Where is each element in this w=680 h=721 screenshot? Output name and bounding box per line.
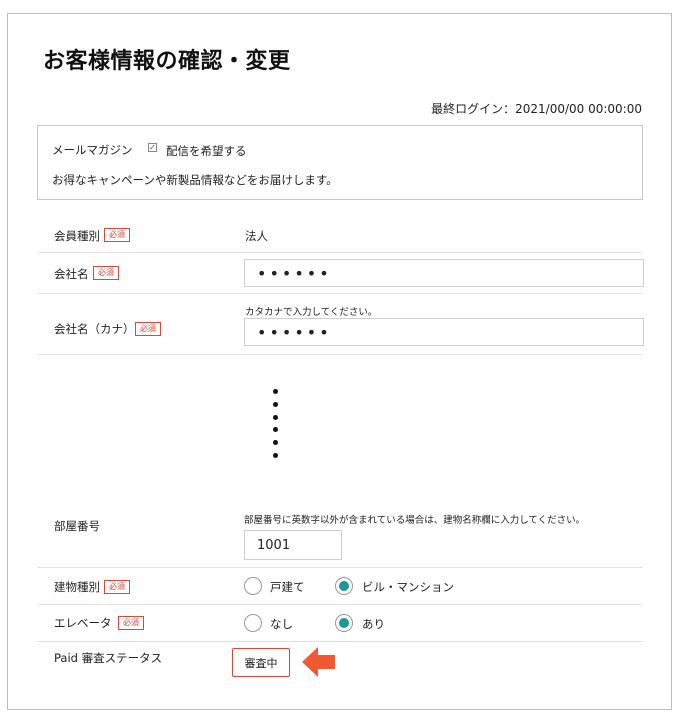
row-divider: [37, 293, 643, 294]
required-badge: 必須: [104, 228, 130, 242]
radio-elevator-yes-label[interactable]: あり: [362, 617, 385, 631]
ellipsis-dot: [273, 427, 278, 432]
paid-status-button[interactable]: 審査中: [232, 648, 290, 677]
room-number-value: 1001: [257, 537, 291, 553]
mail-magazine-box: [37, 125, 643, 200]
row-divider: [37, 252, 643, 253]
radio-building-mansion[interactable]: [335, 577, 353, 595]
radio-elevator-none[interactable]: [244, 614, 262, 632]
pointer-arrow-icon: [302, 647, 335, 677]
company-kana-hint: カタカナで入力してください。: [245, 307, 378, 318]
required-badge: 必須: [93, 266, 119, 280]
building-type-label: 建物種別: [54, 580, 100, 594]
required-badge: 必須: [118, 616, 144, 630]
company-name-label: 会社名: [54, 267, 89, 281]
required-badge: 必須: [135, 322, 161, 336]
ellipsis-dot: [273, 389, 278, 394]
row-divider: [37, 641, 643, 642]
row-divider: [37, 567, 643, 568]
company-kana-input[interactable]: ••••••: [244, 318, 644, 346]
mail-magazine-checkbox-label[interactable]: 配信を希望する: [166, 144, 247, 158]
ellipsis-dot: [273, 415, 278, 420]
paid-status-label: Paid 審査ステータス: [54, 651, 163, 665]
mail-magazine-description: お得なキャンペーンや新製品情報などをお届けします。: [52, 173, 338, 187]
company-name-input[interactable]: ••••••: [244, 259, 644, 287]
row-divider: [37, 604, 643, 605]
member-type-label: 会員種別: [54, 229, 100, 243]
last-login-text: 最終ログイン：2021/00/00 00:00:00: [431, 102, 642, 116]
room-number-input[interactable]: 1001: [244, 530, 342, 560]
radio-elevator-yes[interactable]: [335, 614, 353, 632]
room-number-label: 部屋番号: [54, 519, 100, 533]
ellipsis-dot: [273, 402, 278, 407]
company-name-value: ••••••: [257, 263, 332, 283]
company-kana-label: 会社名（カナ）: [54, 322, 135, 336]
page-frame: [7, 13, 672, 710]
ellipsis-dot: [273, 453, 278, 458]
member-type-value: 法人: [245, 229, 268, 243]
elevator-label: エレベータ: [54, 616, 112, 630]
row-divider: [37, 354, 643, 355]
mail-magazine-label: メールマガジン: [52, 143, 133, 157]
ellipsis-dot: [273, 440, 278, 445]
radio-elevator-none-label[interactable]: なし: [270, 617, 293, 631]
mail-magazine-checkbox[interactable]: ✓: [148, 143, 157, 152]
radio-building-mansion-label[interactable]: ビル・マンション: [362, 580, 454, 594]
required-badge: 必須: [104, 580, 130, 594]
radio-detached-house[interactable]: [244, 577, 262, 595]
room-number-hint: 部屋番号に英数字以外が含まれている場合は、建物名称欄に入力してください。: [244, 515, 586, 526]
radio-detached-house-label[interactable]: 戸建て: [270, 580, 305, 594]
page-title: お客様情報の確認・変更: [43, 49, 291, 74]
company-kana-value: ••••••: [257, 322, 332, 342]
